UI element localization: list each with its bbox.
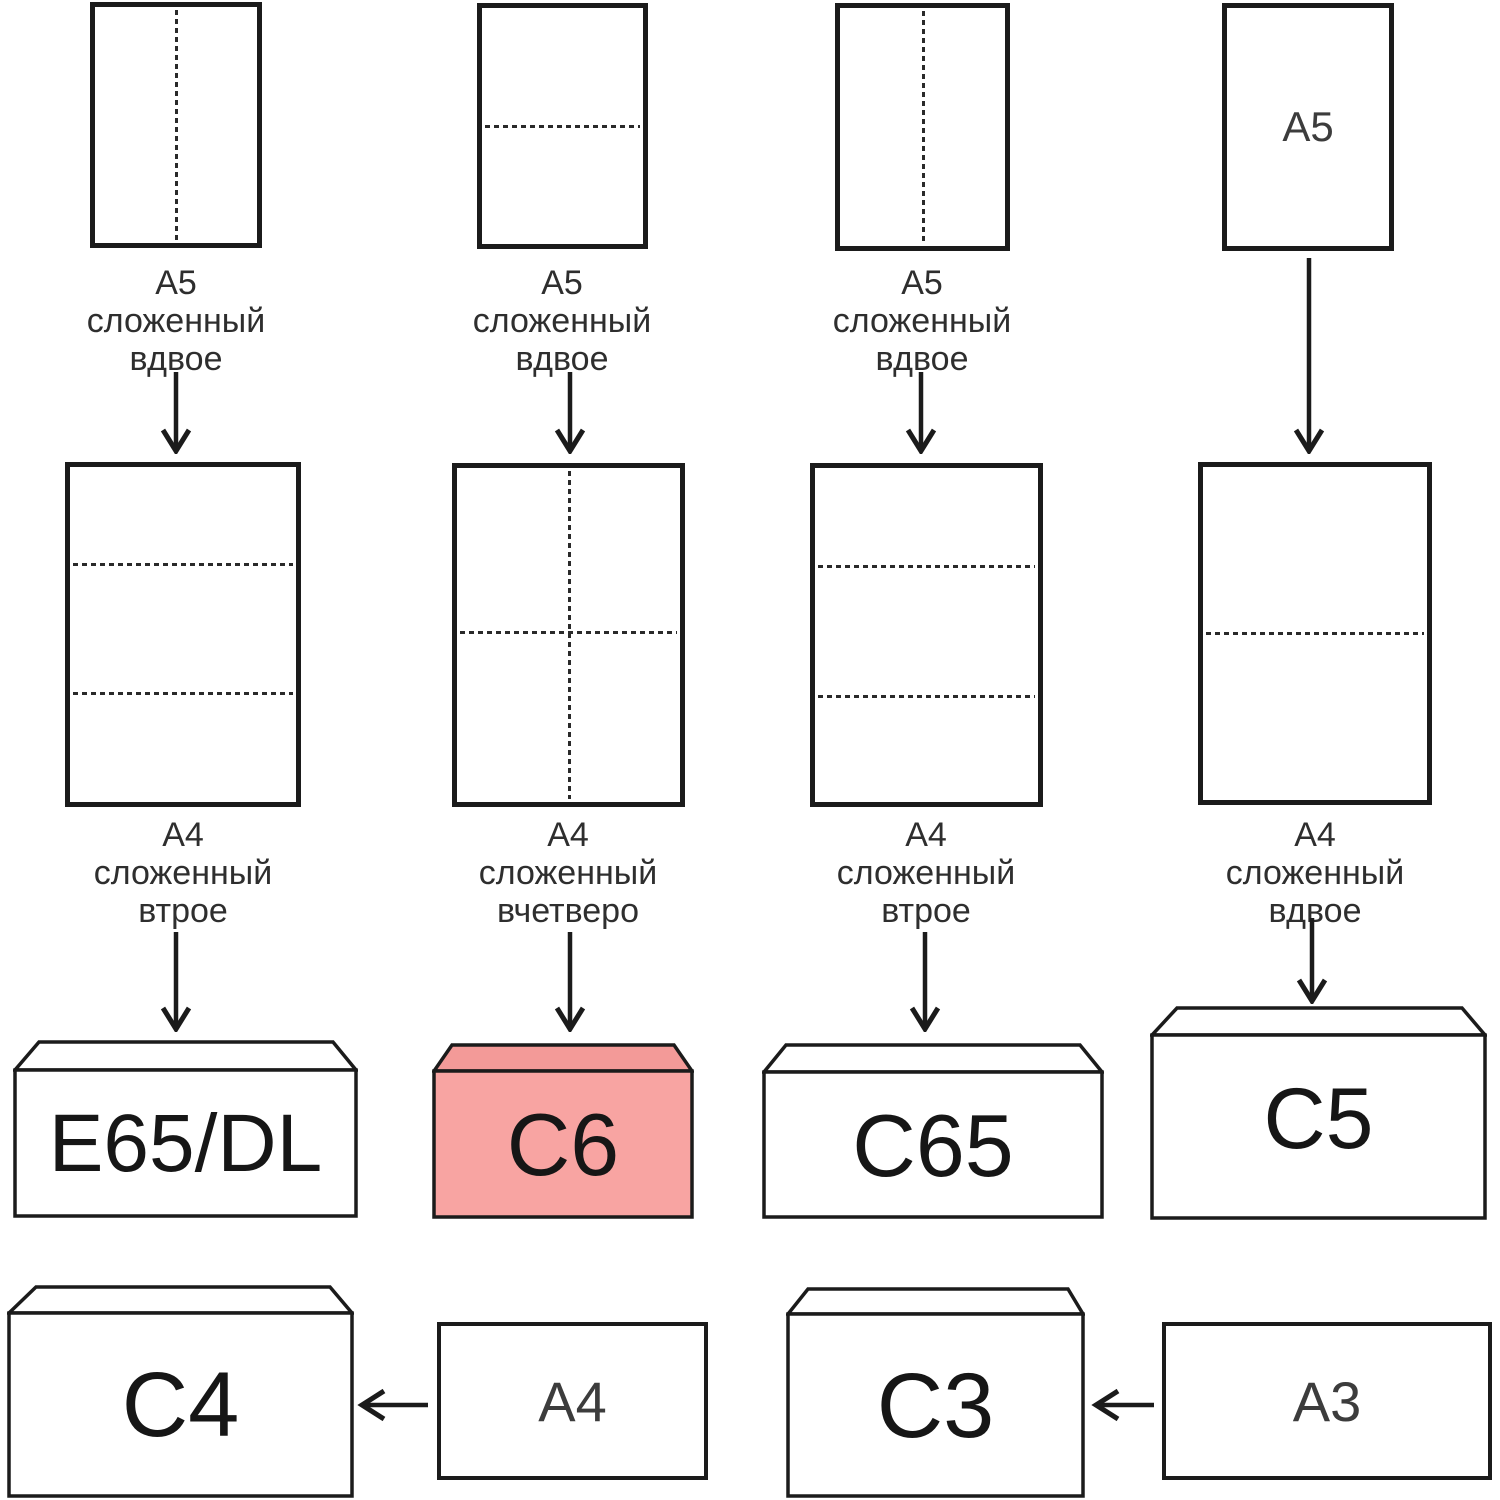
caption-a5-folded-half: А5 сложенный вдвое (832, 264, 1012, 378)
envelope-outline (13, 1040, 358, 1218)
envelope-outline (432, 1043, 694, 1219)
paper-label: A3 (1292, 1369, 1362, 1433)
caption-a4-folded-half: А4 сложенный вдвое (1225, 816, 1405, 930)
caption-a4-folded-thirds: А4 сложенный втрое (93, 816, 273, 930)
arrow-down-icon (160, 372, 192, 454)
envelope-label: C5 (1263, 1071, 1374, 1167)
envelope-outline (7, 1285, 354, 1498)
a4-sheet-fold-thirds (65, 462, 301, 807)
envelope-c6-highlighted: C6 (432, 1043, 694, 1219)
envelope-label: E65/DL (48, 1098, 323, 1189)
arrow-down-icon (1296, 918, 1328, 1004)
fold-line-vertical (567, 471, 571, 799)
a5-sheet-fold-vertical (835, 3, 1010, 251)
envelope-label: C65 (852, 1095, 1014, 1195)
envelope-c5: C5 (1150, 1006, 1487, 1220)
fold-line-horizontal (485, 125, 640, 128)
envelope-c65: C65 (762, 1043, 1104, 1219)
a3-sheet-landscape: A3 (1162, 1322, 1492, 1480)
caption-a5-folded-half: А5 сложенный вдвое (86, 264, 266, 378)
a5-sheet-plain: A5 (1222, 3, 1394, 251)
envelope-c3: C3 (786, 1287, 1085, 1498)
arrow-down-icon (909, 932, 941, 1032)
fold-line-horizontal (818, 565, 1035, 568)
envelope-label: C4 (121, 1354, 240, 1456)
fold-line-horizontal (73, 692, 293, 695)
fold-line-horizontal (73, 563, 293, 566)
fold-line-vertical (921, 11, 925, 243)
envelope-outline (762, 1043, 1104, 1219)
envelope-e65-dl: E65/DL (13, 1040, 358, 1218)
fold-line-horizontal (818, 695, 1035, 698)
paper-label: A4 (538, 1369, 607, 1433)
fold-line-horizontal (1206, 632, 1424, 635)
fold-line-vertical (175, 10, 178, 240)
caption-a5-folded-half: А5 сложенный вдвое (472, 264, 652, 378)
envelope-outline (786, 1287, 1085, 1498)
caption-a4-folded-quarters: А4 сложенный вчетверо (478, 816, 658, 930)
paper-label: A5 (1282, 103, 1334, 150)
a4-sheet-fold-half (1198, 462, 1432, 805)
a5-sheet-fold-horizontal (477, 3, 648, 249)
arrow-down-icon (1293, 258, 1325, 454)
arrow-left-icon (1091, 1388, 1154, 1422)
caption-a4-folded-thirds: А4 сложенный втрое (836, 816, 1016, 930)
envelope-label: C3 (876, 1354, 995, 1457)
arrow-down-icon (554, 372, 586, 454)
envelope-label: C6 (506, 1095, 620, 1194)
a4-sheet-fold-quarters (452, 463, 685, 807)
a5-sheet-fold-vertical (90, 2, 262, 248)
arrow-down-icon (905, 372, 937, 454)
a4-sheet-fold-thirds (810, 463, 1043, 807)
envelope-c4: C4 (7, 1285, 354, 1498)
arrow-down-icon (160, 932, 192, 1032)
arrow-left-icon (357, 1388, 428, 1422)
arrow-down-icon (554, 932, 586, 1032)
envelope-outline (1150, 1006, 1487, 1220)
a4-sheet-landscape: A4 (437, 1322, 708, 1480)
